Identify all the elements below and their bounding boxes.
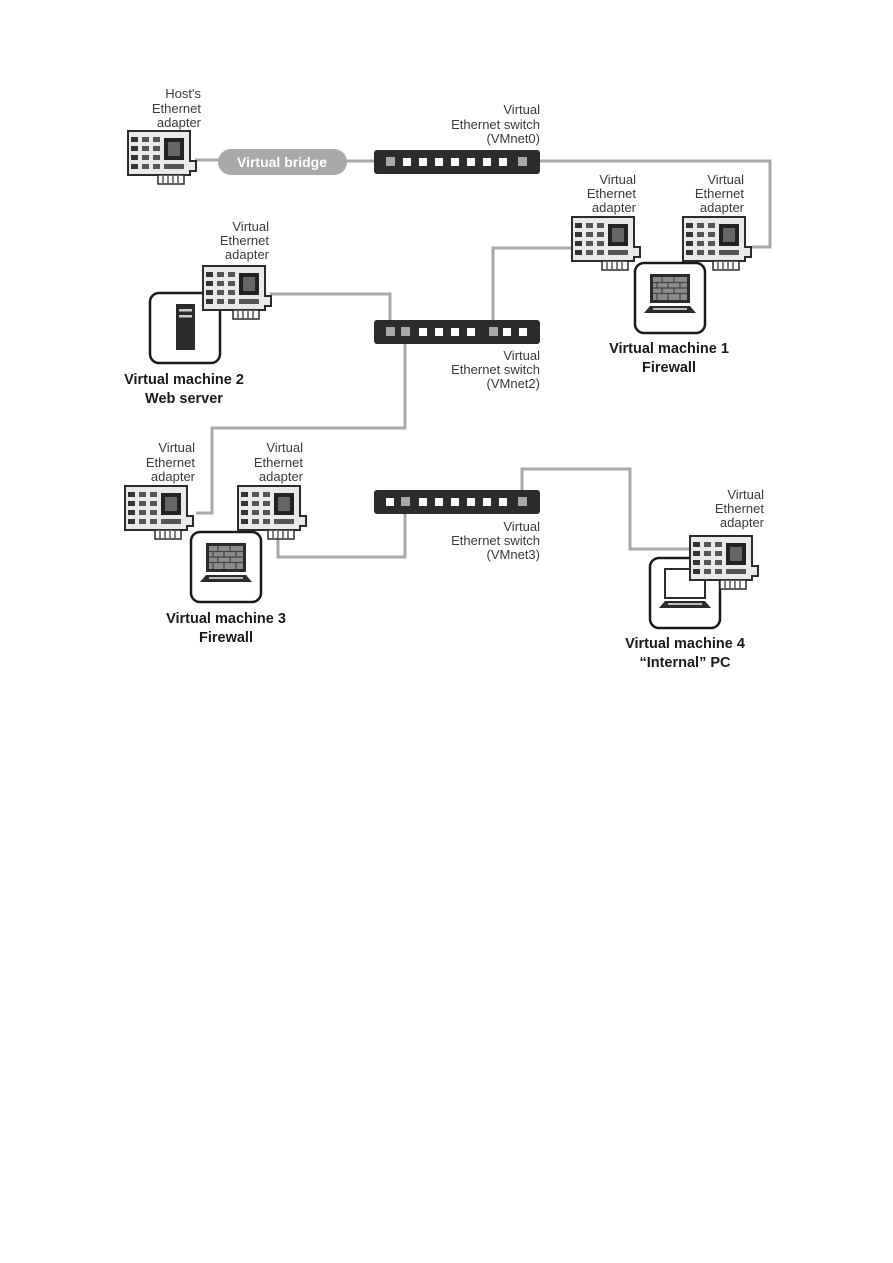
wire-vmnet2-to-vm3-outer-adapter	[196, 332, 407, 515]
vm3-outer-ethernet-adapter: Virtual Ethernet adapter	[124, 440, 196, 540]
vm3-outer-adapter-label-3: adapter	[151, 469, 196, 484]
vm2-role: Web server	[145, 391, 223, 407]
vmnet3-label-1: Virtual	[503, 519, 540, 534]
vmnet2-label-2: Ethernet switch	[451, 362, 540, 377]
vm4-role: “Internal” PC	[639, 655, 731, 671]
vm4-adapter-label-1: Virtual	[727, 487, 764, 502]
vm3-outer-adapter-label-2: Ethernet	[146, 455, 196, 470]
wire-vmnet0-to-vm1-outer-adapter	[522, 159, 772, 249]
vm2-ethernet-adapter: Virtual Ethernet adapter	[202, 219, 272, 320]
vm3-inner-ethernet-adapter: Virtual Ethernet adapter	[237, 440, 307, 540]
vm2-adapter-label-2: Ethernet	[220, 233, 270, 248]
host-adapter-label-3: adapter	[157, 115, 202, 130]
connections	[195, 158, 772, 559]
vm2-adapter-label-3: adapter	[225, 247, 270, 262]
wire-vmnet3-to-vm4-adapter	[520, 467, 693, 551]
virtual-machine-3: Virtual Ethernet adapter Virtual Etherne…	[124, 440, 307, 646]
wire-vm3-inner-adapter-to-vmnet3	[276, 501, 407, 559]
vmnet0-label-2: Ethernet switch	[451, 117, 540, 132]
vm1-outer-adapter-label-2: Ethernet	[695, 186, 745, 201]
vm2-name: Virtual machine 2	[124, 372, 244, 388]
vmnet3-label-2: Ethernet switch	[451, 533, 540, 548]
switch-vmnet0: Virtual Ethernet switch (VMnet0)	[374, 102, 540, 174]
vm3-inner-adapter-label-1: Virtual	[266, 440, 303, 455]
host-adapter-label-2: Ethernet	[152, 101, 202, 116]
vm2-adapter-label-1: Virtual	[232, 219, 269, 234]
vm3-role: Firewall	[199, 630, 253, 646]
vmnet2-label-3: (VMnet2)	[487, 376, 540, 391]
vm4-ethernet-adapter: Virtual Ethernet adapter	[689, 487, 765, 590]
vm4-adapter-label-3: adapter	[720, 515, 765, 530]
host-ethernet-adapter: Host's Ethernet adapter	[127, 86, 202, 185]
vm1-inner-adapter-label-3: adapter	[592, 200, 637, 215]
vm1-inner-adapter-label-2: Ethernet	[587, 186, 637, 201]
vm1-outer-adapter-label-1: Virtual	[707, 172, 744, 187]
vm3-inner-adapter-label-3: adapter	[259, 469, 304, 484]
vm3-name: Virtual machine 3	[166, 611, 286, 627]
vm3-inner-adapter-label-2: Ethernet	[254, 455, 304, 470]
vm4-adapter-label-2: Ethernet	[715, 501, 765, 516]
vmnet2-label-1: Virtual	[503, 348, 540, 363]
virtual-machine-2: Virtual Ethernet adapter Virtual machine…	[124, 219, 272, 407]
wire-vm1-inner-adapter-to-vmnet2	[491, 246, 574, 330]
vmnet3-label-3: (VMnet3)	[487, 547, 540, 562]
vmnet0-label-3: (VMnet0)	[487, 131, 540, 146]
virtual-bridge-label: Virtual bridge	[237, 154, 327, 170]
virtual-machine-1: Virtual Ethernet adapter Virtual Etherne…	[571, 172, 752, 376]
host-adapter-label-1: Host's	[165, 86, 201, 101]
switch-vmnet3: Virtual Ethernet switch (VMnet3)	[374, 490, 540, 562]
vm1-name: Virtual machine 1	[609, 341, 729, 357]
vm1-outer-adapter-label-3: adapter	[700, 200, 745, 215]
vm4-name: Virtual machine 4	[625, 636, 745, 652]
wire-vm2-adapter-to-vmnet2	[270, 292, 392, 330]
virtual-machine-4: Virtual Ethernet adapter Virtual machine…	[625, 487, 765, 671]
vm3-outer-adapter-label-1: Virtual	[158, 440, 195, 455]
vm1-outer-ethernet-adapter: Virtual Ethernet adapter	[682, 172, 752, 271]
virtual-bridge: Virtual bridge	[218, 149, 347, 175]
vmnet0-label-1: Virtual	[503, 102, 540, 117]
vm1-inner-ethernet-adapter: Virtual Ethernet adapter	[571, 172, 641, 271]
vm1-inner-adapter-label-1: Virtual	[599, 172, 636, 187]
vm1-role: Firewall	[642, 360, 696, 376]
switch-vmnet2: Virtual Ethernet switch (VMnet2)	[374, 320, 540, 391]
